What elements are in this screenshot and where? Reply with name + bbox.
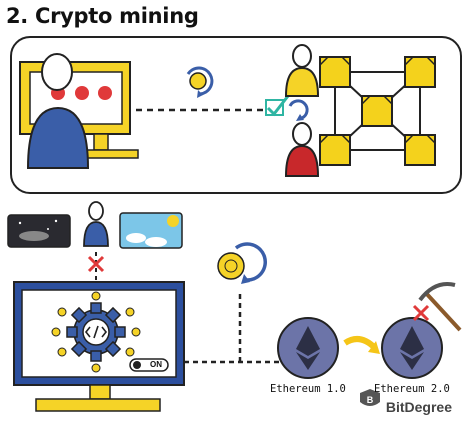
upgrade-arrow-head	[368, 341, 380, 354]
miner-computer-icon	[19, 53, 139, 169]
red-node-person	[284, 122, 320, 177]
ethereum-coin-icon-2	[381, 317, 443, 379]
upgrade-arrow	[343, 336, 378, 351]
on-toggle	[129, 358, 169, 372]
bitdegree-logo-icon: B	[360, 389, 380, 406]
yellow-node-person	[284, 44, 320, 97]
blocked-cross-icon	[87, 255, 105, 273]
blocked-cross-icon-2	[412, 304, 430, 322]
user-person-icon	[83, 201, 109, 247]
ethereum-1-label: Ethereum 1.0	[270, 383, 346, 395]
night-sky-icon	[7, 214, 71, 248]
gear-code-icon	[66, 302, 126, 362]
day-sky-icon	[119, 212, 183, 249]
ethereum-coin-icon	[277, 317, 339, 379]
brand-name: BitDegree	[385, 399, 452, 415]
page-title: 2. Crypto mining	[6, 4, 199, 28]
coin-cycle-icon-2	[217, 242, 267, 284]
toggle-label: ON	[150, 360, 162, 369]
pickaxe-icon	[418, 282, 462, 332]
verified-check-icon	[265, 95, 309, 121]
brand-logo: BitDegree	[386, 399, 452, 415]
orbit-dots	[51, 291, 141, 373]
svg-text:B: B	[367, 395, 374, 405]
ethereum-2-label: Ethereum 2.0	[374, 383, 450, 395]
coin-cycle-icon	[186, 66, 214, 98]
blockchain-icon	[319, 56, 436, 166]
